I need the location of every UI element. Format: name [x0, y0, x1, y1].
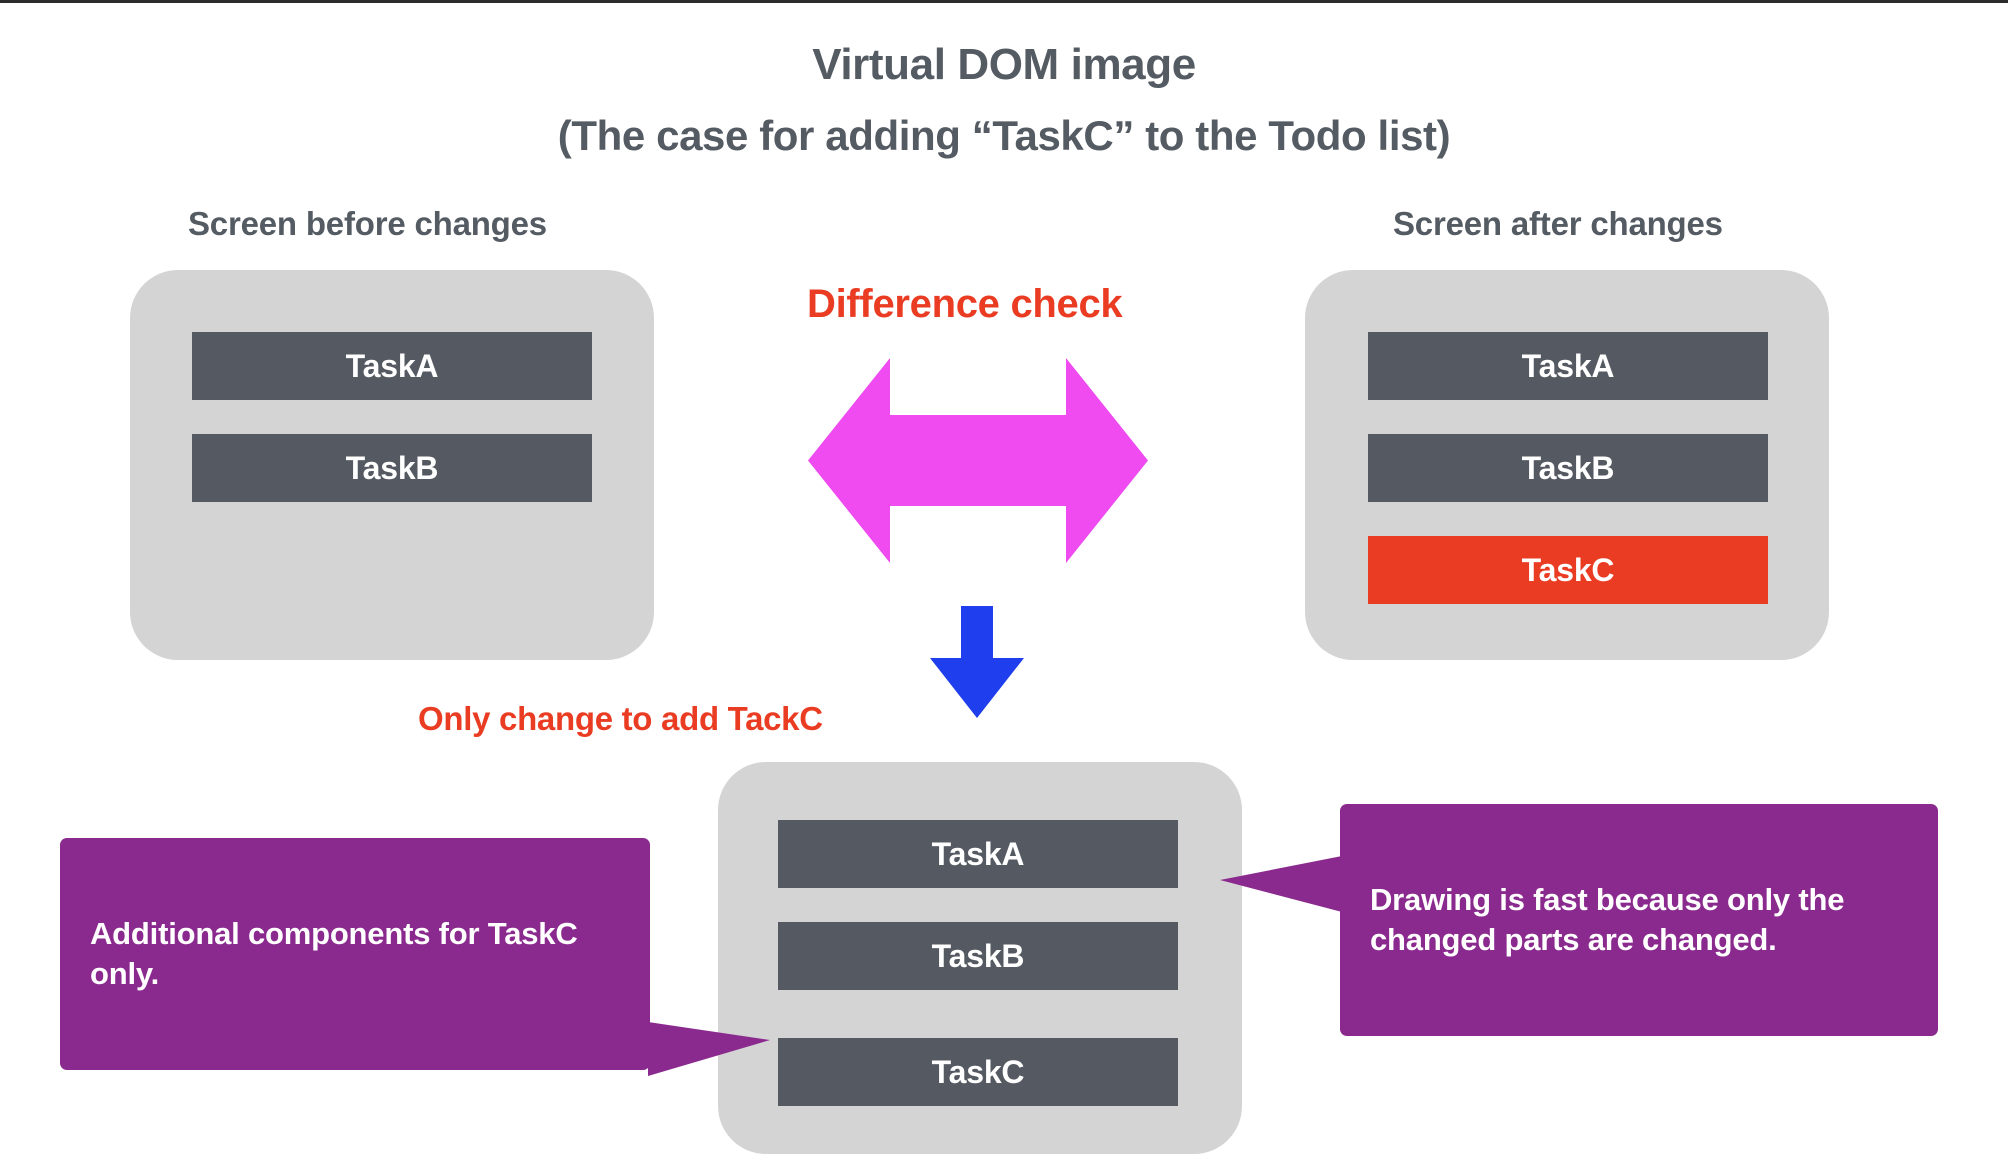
heading-screen-after-changes: Screen after changes: [1393, 205, 1723, 242]
page-subtitle: (The case for adding “TaskC” to the Todo…: [557, 112, 1451, 159]
callout-additional-components: Additional components for TaskC only.: [60, 838, 650, 1070]
down-arrow-icon: [930, 606, 1024, 718]
callout-right-tail: [1220, 856, 1342, 912]
task-box-after-taskc-new[interactable]: TaskC: [1368, 536, 1768, 604]
task-box-before-taska[interactable]: TaskA: [192, 332, 592, 400]
callout-drawing-is-fast: Drawing is fast because only the changed…: [1340, 804, 1938, 1036]
page-title: Virtual DOM image: [812, 40, 1196, 89]
task-box-before-taskb[interactable]: TaskB: [192, 434, 592, 502]
label-only-change-to-add-taskc: Only change to add TackC: [418, 700, 823, 737]
label-difference-check: Difference check: [807, 282, 1123, 326]
top-border-rule: [0, 0, 2008, 3]
double-headed-horizontal-arrow-icon: [808, 358, 1148, 563]
callout-left-tail: [648, 1022, 770, 1076]
heading-screen-before-changes: Screen before changes: [188, 205, 547, 242]
task-box-result-taskc[interactable]: TaskC: [778, 1038, 1178, 1106]
task-box-after-taskb[interactable]: TaskB: [1368, 434, 1768, 502]
task-box-result-taskb[interactable]: TaskB: [778, 922, 1178, 990]
task-box-after-taska[interactable]: TaskA: [1368, 332, 1768, 400]
task-box-result-taska[interactable]: TaskA: [778, 820, 1178, 888]
